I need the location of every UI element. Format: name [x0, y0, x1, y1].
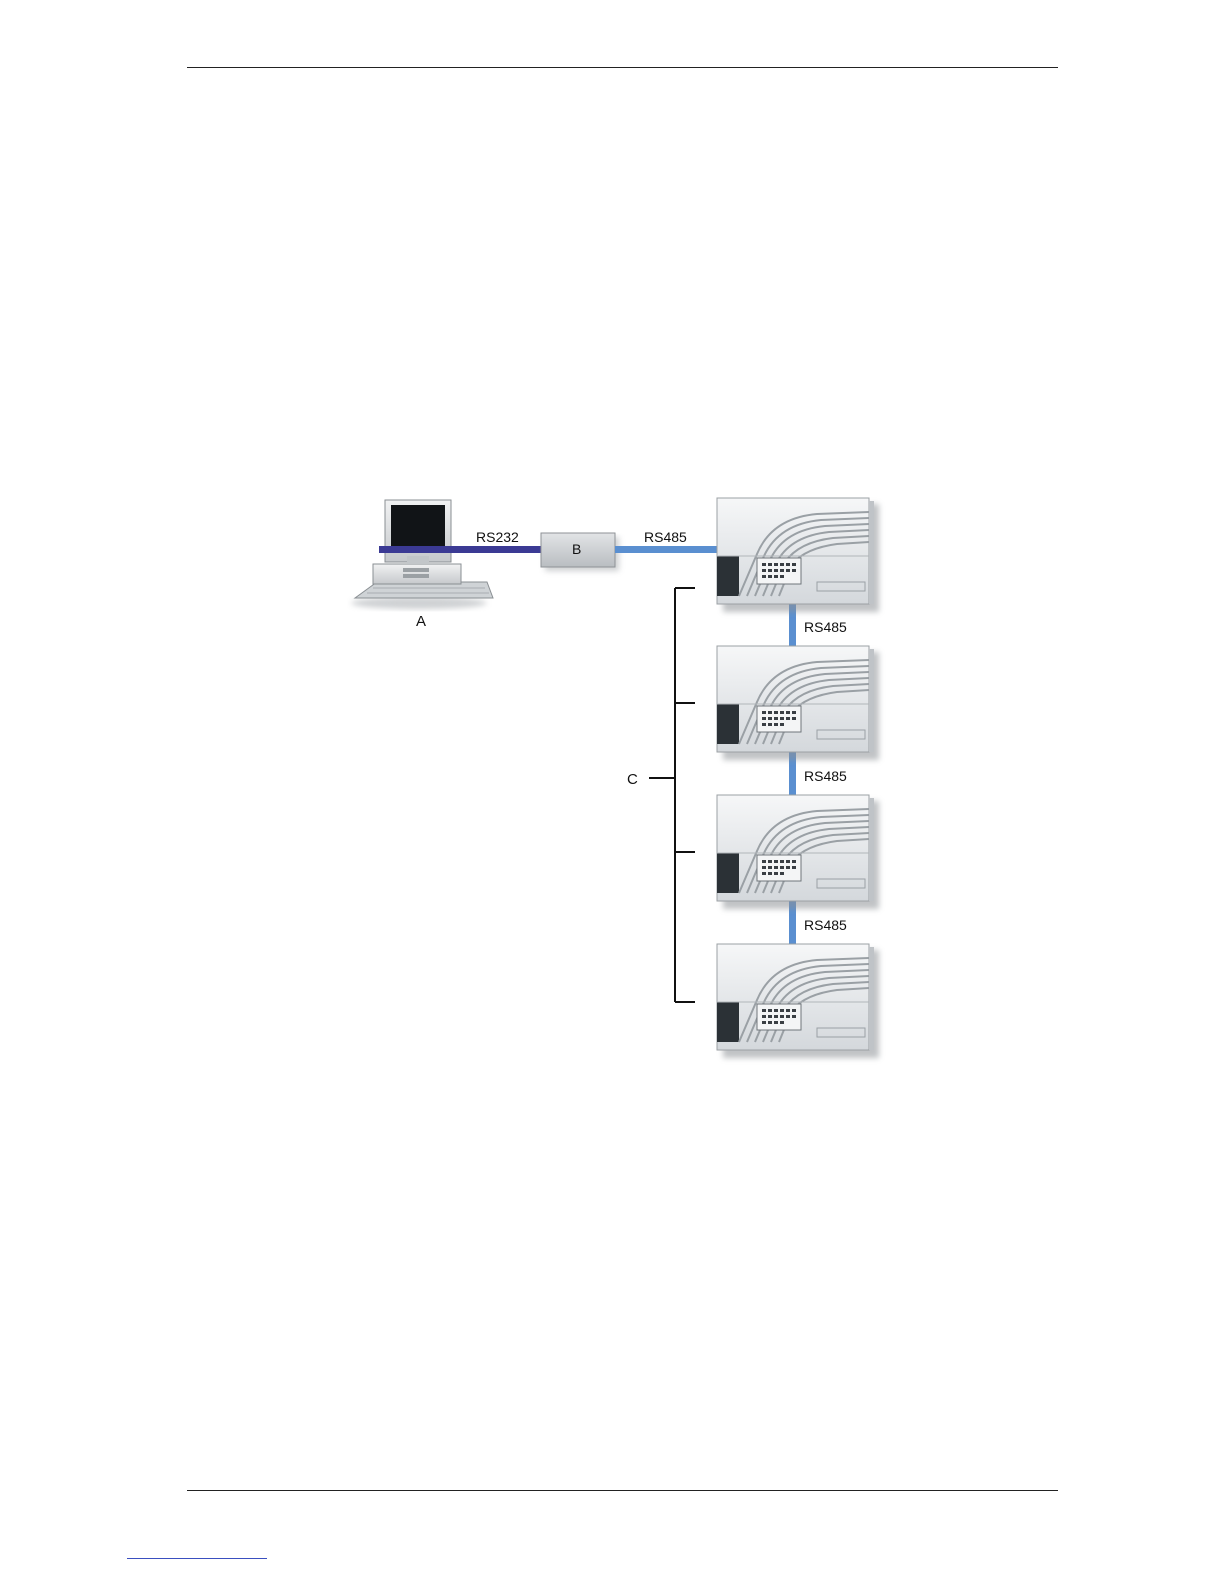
control-panel-2	[717, 646, 879, 760]
control-panel-3	[717, 795, 879, 909]
footer-rule	[187, 1490, 1058, 1491]
network-diagram: A RS232 B RS485 RS485 RS485 RS485	[347, 460, 900, 1076]
rs232-label: RS232	[476, 529, 519, 545]
footer-link-underline[interactable]	[127, 1558, 267, 1559]
rs485-cable-main	[615, 546, 719, 553]
computer-label: A	[416, 613, 426, 630]
computer-illustration	[351, 500, 493, 609]
rs485-label-2-3: RS485	[804, 768, 847, 784]
panels-group-label: C	[627, 771, 638, 788]
panels-bracket	[649, 588, 695, 1002]
control-panel-1	[717, 498, 879, 612]
rs485-label-1-2: RS485	[804, 619, 847, 635]
rs485-label-3-4: RS485	[804, 917, 847, 933]
header-rule	[187, 67, 1058, 68]
control-panel-4	[717, 944, 879, 1058]
network-diagram-svg: A RS232 B RS485 RS485 RS485 RS485	[347, 460, 900, 1076]
converter-label: B	[572, 541, 581, 557]
rs232-cable	[379, 546, 543, 553]
rs485-label-main: RS485	[644, 529, 687, 545]
